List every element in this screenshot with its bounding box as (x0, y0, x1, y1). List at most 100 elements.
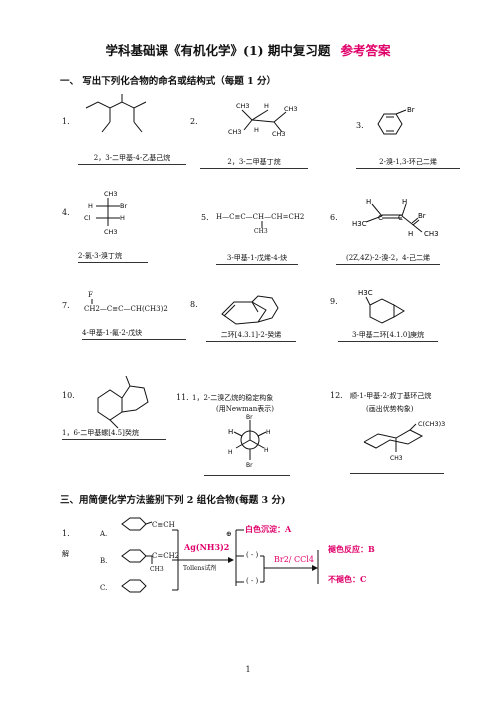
item2-label-hb: H (254, 126, 259, 134)
item8-answer: 二环[4.3.1]-2-癸烯 (206, 330, 296, 342)
item4-num: 4. (62, 208, 70, 217)
neg1: ( - ) (246, 551, 259, 559)
item7-formula: CH2—C≡C—CH(CH3)2 (84, 305, 168, 313)
item11-desc: 1，2-二溴乙烷的稳定构象 (192, 394, 274, 402)
section3-q-num: 1. (62, 529, 70, 538)
item12-num: 12. (330, 391, 343, 400)
item5-sub: CH3 (254, 228, 268, 235)
item3-num: 3. (356, 121, 364, 130)
item11-newman: Br H H H H Br (228, 414, 271, 469)
item1-structure (85, 94, 147, 133)
item6-label-br: Br (418, 212, 426, 220)
item10-structure (97, 375, 149, 429)
item2-label-ch3b: CH3 (284, 105, 298, 113)
item6-label-h2: H (402, 198, 407, 206)
item6-label-h1: H (366, 198, 371, 206)
item10-num: 10. (62, 391, 75, 400)
item9-answer: 3-甲基二环[4.1.0]庚烷 (338, 330, 438, 342)
item11-label-br2: Br (246, 462, 253, 469)
item12-answer-line (350, 464, 444, 474)
section1-heading: 一、 写出下列化合物的命名或结构式（每题 1 分） (60, 76, 277, 87)
item5-formula: H—C≡C—CH—CH=CH2 (216, 213, 305, 221)
item9-num: 9. (330, 297, 338, 306)
item6-num: 6. (330, 213, 338, 222)
item2-structure: CH3 H CH3 CH3 H CH3 (228, 102, 298, 138)
item6-label-c2: C (398, 214, 403, 222)
page-number: 1 (245, 665, 251, 674)
item2-label-ch3d: CH3 (272, 130, 286, 138)
neg2: ( - ) (246, 577, 259, 585)
section3-heading: 三、用简便化学方法鉴别下列 2 组化合物(每题 3 分) (60, 495, 286, 506)
item9-label-h3c: H3C (358, 289, 373, 297)
compound-b-sub: C=CH2 (152, 552, 180, 560)
compound-a-label: A. (100, 530, 108, 538)
item6-answer: (2Z,4Z)-2-溴-2，4-己二烯 (336, 253, 440, 265)
compound-c-label: C. (100, 584, 108, 592)
item1-num: 1. (62, 117, 70, 126)
item9-structure: H3C (358, 289, 405, 324)
item7-top: F (88, 291, 93, 299)
reagent1: Ag(NH3)2 (184, 542, 229, 552)
item12-desc2: (画出优势构象) (366, 405, 414, 413)
item1-answer: 2，3-二甲基-4-乙基己烷 (78, 153, 186, 165)
result-a: 白色沉淀：A (245, 524, 292, 534)
item2-answer: 2，3-二甲基丁烷 (200, 157, 308, 169)
bracket-and-arrows (172, 529, 319, 591)
item2-num: 2. (190, 117, 198, 126)
item4-label-hb: H (120, 214, 125, 222)
item11-label-br1: Br (246, 414, 253, 421)
item12-chair: C(CH3)3 CH3 (363, 420, 445, 462)
item6-label-c1: C (378, 214, 383, 222)
title-text: 学科基础课《有机化学》(1) 期中复习题 (105, 43, 331, 58)
item6-label-h4: H (408, 230, 413, 238)
reagent1-formula: Ag(NH3)2 (184, 542, 230, 552)
item11-label-h3: H (228, 449, 233, 456)
item11-desc2: (用Newman表示) (216, 405, 275, 413)
item2-label-ch3c: CH3 (228, 128, 242, 136)
section3-jie: 解 (62, 550, 69, 558)
result-c: 不褪色：C (328, 574, 367, 584)
item12-desc: 顺-1-甲基-2-叔丁基环己烷 (350, 392, 432, 400)
title-answer: 参考答案 (340, 43, 391, 58)
item4-label-cl: Cl (84, 214, 91, 222)
result-b: 褪色反应：B (328, 544, 375, 554)
compound-b-label: B. (100, 557, 108, 565)
item6-structure: H H H3C C C Br H CH3 (352, 198, 439, 238)
item4-label-ch3a: CH3 (104, 190, 118, 198)
item7-branch (91, 299, 93, 304)
compound-a-sub: C≡CH (152, 521, 175, 529)
item8-structure (221, 295, 279, 325)
reagent1-sup: ⊕ (226, 530, 232, 538)
compound-structures (121, 517, 153, 593)
item3-label-br: Br (407, 106, 415, 114)
item4-answer: 2-氯-3-溴丁烷 (78, 251, 148, 263)
item10-answer: 1，6-二甲基螺[4.5]癸烷 (62, 428, 166, 440)
item2-label-ha: H (264, 102, 269, 110)
item4-label-ch3b: CH3 (104, 228, 118, 236)
reagent2: Br2/ CCl4 (274, 555, 314, 564)
item8-num: 8. (190, 300, 198, 309)
item3-answer: 2-溴-1,3-环己二烯 (356, 157, 460, 169)
reagent1-name: Tollens试剂 (183, 565, 217, 572)
item11-label-h1: H (228, 428, 233, 436)
item6-label-ch3: CH3 (424, 230, 439, 238)
item4-label-ha: H (88, 202, 93, 210)
item11-num: 11. (176, 393, 189, 402)
item12-label-tbu: C(CH3)3 (418, 420, 445, 428)
item5-branch (261, 221, 263, 228)
item4-label-br: Br (120, 202, 127, 210)
item11-label-h4: H (264, 447, 269, 454)
item2-label-ch3a: CH3 (236, 102, 250, 110)
page-title: 学科基础课《有机化学》(1) 期中复习题参考答案 (0, 40, 496, 59)
compound-b-sub2: CH3 (150, 566, 164, 573)
item7-num: 7. (62, 301, 70, 310)
item12-label-ch3: CH3 (390, 455, 403, 462)
item7-answer: 4-甲基-1-氟-2-戊炔 (82, 328, 186, 340)
item5-num: 5. (201, 213, 209, 222)
item4-structure: CH3 H Br Cl H CH3 (84, 190, 127, 236)
item6-label-h3c: H3C (352, 220, 367, 228)
item3-structure: Br (377, 106, 415, 135)
item11-label-h2: H (266, 429, 271, 436)
item11-answer-line (204, 466, 290, 476)
item5-answer: 3-甲基-1-戊烯-4-炔 (216, 253, 298, 265)
